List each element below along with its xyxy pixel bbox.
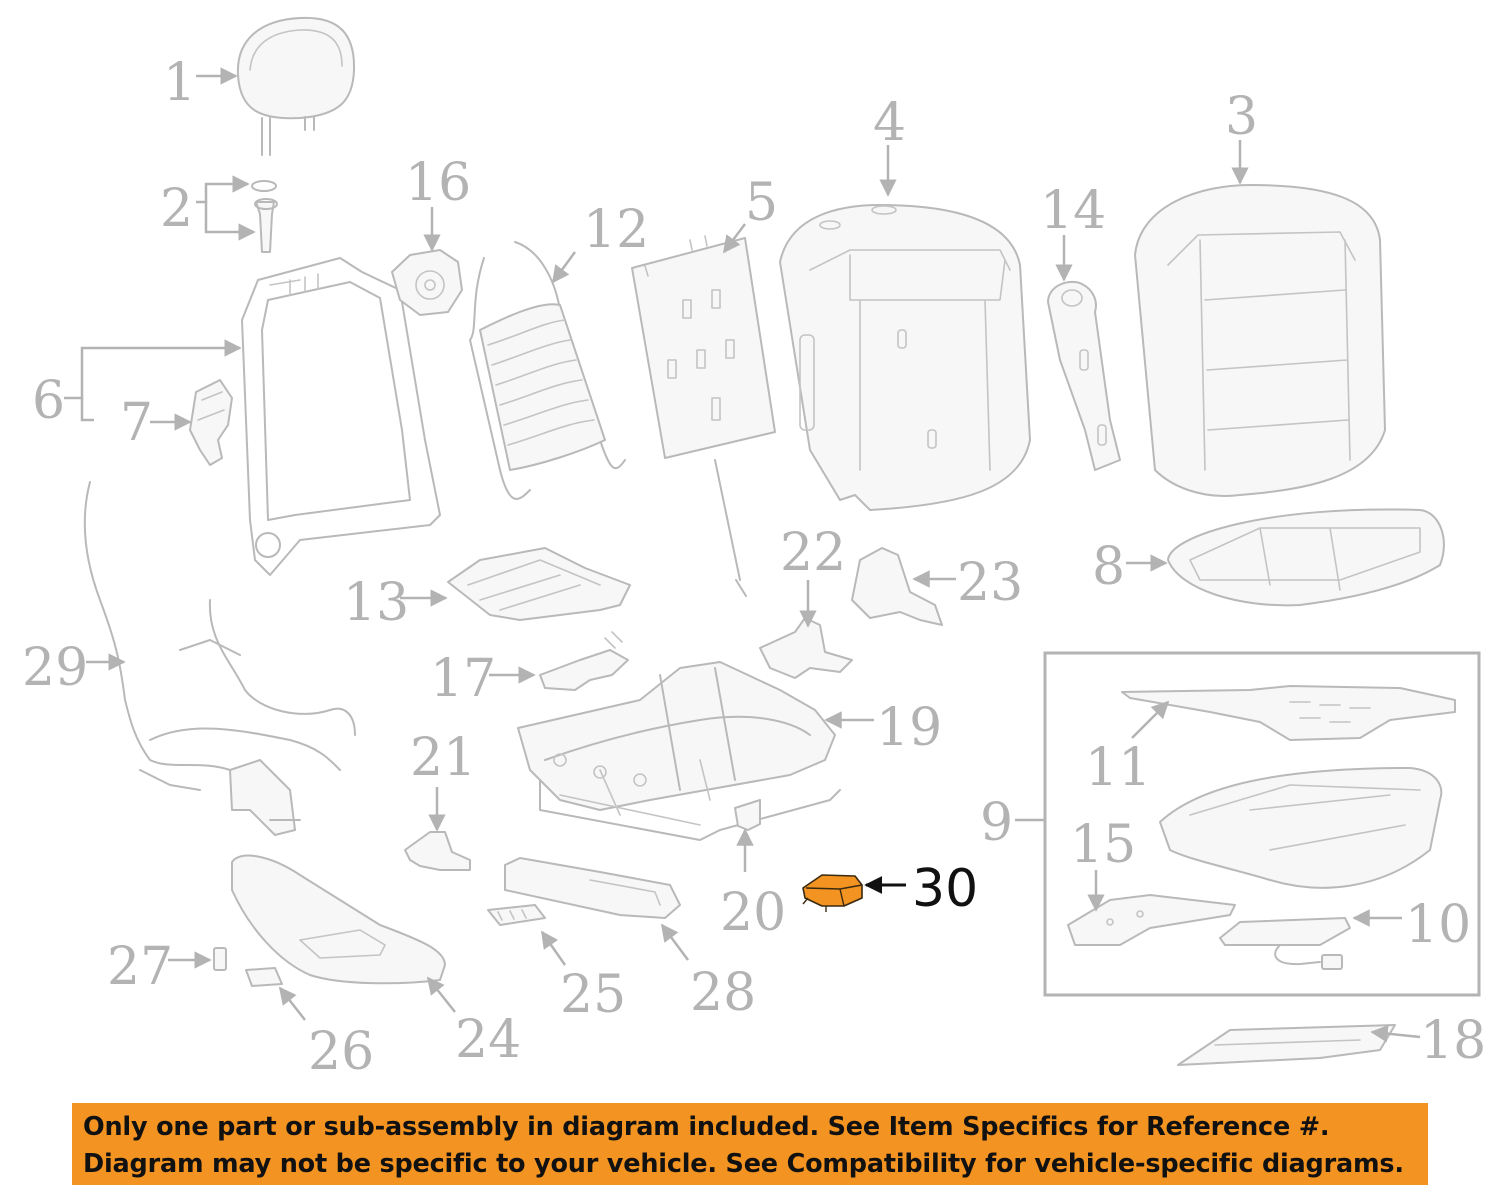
callout-15: 15 <box>1070 815 1136 875</box>
part-24-outer-trim-panel <box>231 854 446 985</box>
callout-9: 9 <box>980 793 1013 853</box>
callout-17: 17 <box>430 649 496 709</box>
part-6-seat-back-frame <box>241 257 441 576</box>
callout-12: 12 <box>583 200 649 260</box>
disclaimer-line-2: Diagram may not be specific to your vehi… <box>83 1149 1404 1179</box>
callout-14: 14 <box>1040 181 1106 241</box>
part-4-seat-back-cover <box>779 204 1031 511</box>
callout-26: 26 <box>308 1022 374 1082</box>
part-1-headrest <box>236 16 356 156</box>
disclaimer-line-1: Only one part or sub-assembly in diagram… <box>83 1112 1330 1142</box>
callout-29: 29 <box>22 638 88 698</box>
part-2-headrest-guide <box>251 180 278 253</box>
callout-5: 5 <box>745 173 778 233</box>
callout-21: 21 <box>410 728 476 788</box>
callout-2: 2 <box>160 179 193 239</box>
callout-6: 6 <box>32 371 65 431</box>
callout-18: 18 <box>1420 1011 1486 1071</box>
part-19-seat-frame <box>517 661 841 841</box>
part-27-knob <box>213 947 227 971</box>
part-14-side-panel <box>1047 280 1121 471</box>
part-16-recliner-cover <box>391 249 463 316</box>
part-5-seat-back-panel <box>631 235 776 597</box>
callout-20: 20 <box>720 883 786 943</box>
callout-16: 16 <box>405 153 471 213</box>
part-21-bracket <box>404 831 471 871</box>
callout-11: 11 <box>1085 738 1151 798</box>
part-18-pad <box>1177 1024 1396 1066</box>
part-10-sensor-mat <box>1219 917 1351 970</box>
callout-25: 25 <box>560 965 626 1025</box>
part-3-seat-back-pad <box>1134 184 1386 497</box>
callout-28: 28 <box>690 963 756 1023</box>
part-28-inner-trim <box>504 857 681 919</box>
part-9-cushion-pad <box>1159 767 1443 889</box>
callout-numbers: 1 2 3 4 5 6 7 8 9 10 11 12 13 14 15 16 1… <box>22 53 1486 1082</box>
part-22-trim-bracket <box>759 617 853 679</box>
callout-7: 7 <box>120 393 153 453</box>
part-30-highlighted-module <box>802 874 863 912</box>
disclaimer-banner: Only one part or sub-assembly in diagram… <box>72 1103 1428 1185</box>
part-17-adjuster-handle <box>539 631 629 691</box>
part-30-body <box>802 874 863 907</box>
part-26-knob <box>245 967 283 987</box>
part-12-seat-back-suspension <box>469 241 626 500</box>
part-7-lumbar-motor <box>189 379 233 466</box>
part-15-bracket <box>1067 894 1236 946</box>
callout-4: 4 <box>873 93 906 153</box>
callout-30: 30 <box>912 859 978 919</box>
callout-10: 10 <box>1405 895 1471 955</box>
callout-13: 13 <box>343 573 409 633</box>
part-20-clip <box>734 799 761 831</box>
callout-23: 23 <box>957 553 1023 613</box>
callout-leaders <box>64 67 1421 1043</box>
callout-8: 8 <box>1092 537 1125 597</box>
part-25-switch <box>487 904 546 926</box>
callout-19: 19 <box>876 698 942 758</box>
part-13-frame-cover <box>447 547 631 621</box>
callout-3: 3 <box>1225 87 1258 147</box>
part-29-wiring-harness <box>83 481 356 836</box>
callout-22: 22 <box>780 523 846 583</box>
callout-24: 24 <box>455 1010 521 1070</box>
part-23-side-cover <box>851 547 943 626</box>
part-8-seat-cushion-cover <box>1167 508 1445 607</box>
callout-1: 1 <box>163 53 196 113</box>
callout-27: 27 <box>107 937 173 997</box>
group-9-box <box>1043 651 1481 997</box>
part-11-heater-mat <box>1121 685 1456 741</box>
